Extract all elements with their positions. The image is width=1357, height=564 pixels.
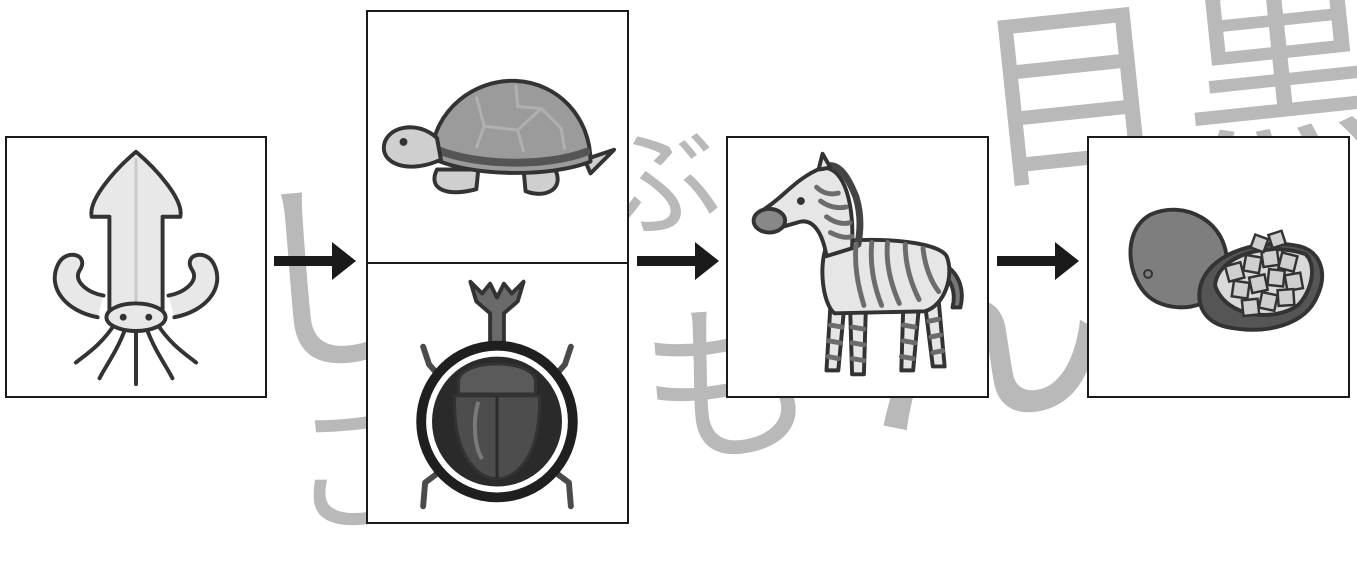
panel-zebra xyxy=(726,136,989,398)
panel-beetle xyxy=(366,262,629,524)
panel-squid xyxy=(5,136,267,398)
arrow-right-icon xyxy=(993,236,1083,286)
arrow-right-icon xyxy=(270,236,360,286)
panel-turtle xyxy=(366,10,629,264)
mango-icon xyxy=(1089,138,1348,396)
squid-icon xyxy=(7,138,265,396)
beetle-icon xyxy=(368,264,627,522)
arrow-right-icon xyxy=(633,236,723,286)
zebra-icon xyxy=(728,138,987,396)
turtle-icon xyxy=(368,12,627,262)
panel-mango xyxy=(1087,136,1350,398)
diagram-stage: し ぶ こ も ん 目 黒 xyxy=(0,0,1357,521)
